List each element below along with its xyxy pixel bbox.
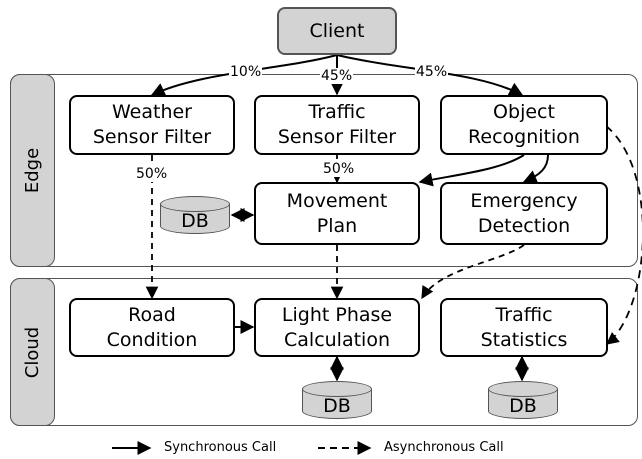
cloud-region-label: Cloud: [10, 278, 55, 426]
client-node: Client: [277, 7, 397, 55]
pct-traffic-movement: 50%: [322, 161, 356, 177]
legend-async-label: Asynchronous Call: [384, 440, 504, 455]
object-to-emergency-arrow: [522, 154, 549, 184]
emergency-to-light-arrow: [421, 244, 525, 300]
pct-client-traffic: 45%: [320, 68, 354, 84]
road-condition-node: Road Condition: [69, 298, 235, 357]
pct-weather-road: 50%: [135, 166, 169, 182]
pct-client-weather: 10%: [229, 64, 263, 80]
emergency-detection-node: Emergency Detection: [440, 182, 608, 245]
cloud-db-stats-label: DB: [509, 395, 537, 417]
cloud-db-light-cylinder: DB: [302, 379, 372, 423]
light-phase-calculation-node: Light Phase Calculation: [254, 298, 420, 357]
object-to-movement-arrow: [418, 154, 525, 187]
pct-client-object: 45%: [415, 64, 449, 80]
edge-region-label: Edge: [10, 74, 55, 267]
legend-sync-label: Synchronous Call: [164, 440, 277, 455]
cloud-db-stats-cylinder: DB: [488, 379, 558, 423]
weather-sensor-filter-node: Weather Sensor Filter: [69, 95, 235, 155]
object-recognition-node: Object Recognition: [440, 95, 608, 155]
edge-db-cylinder: DB: [160, 194, 230, 238]
edge-db-label: DB: [181, 210, 209, 232]
traffic-statistics-node: Traffic Statistics: [440, 298, 608, 357]
movement-plan-node: Movement Plan: [254, 182, 420, 245]
traffic-sensor-filter-node: Traffic Sensor Filter: [254, 95, 420, 155]
cloud-db-light-label: DB: [323, 395, 351, 417]
object-to-statistics-arrow: [605, 125, 642, 345]
